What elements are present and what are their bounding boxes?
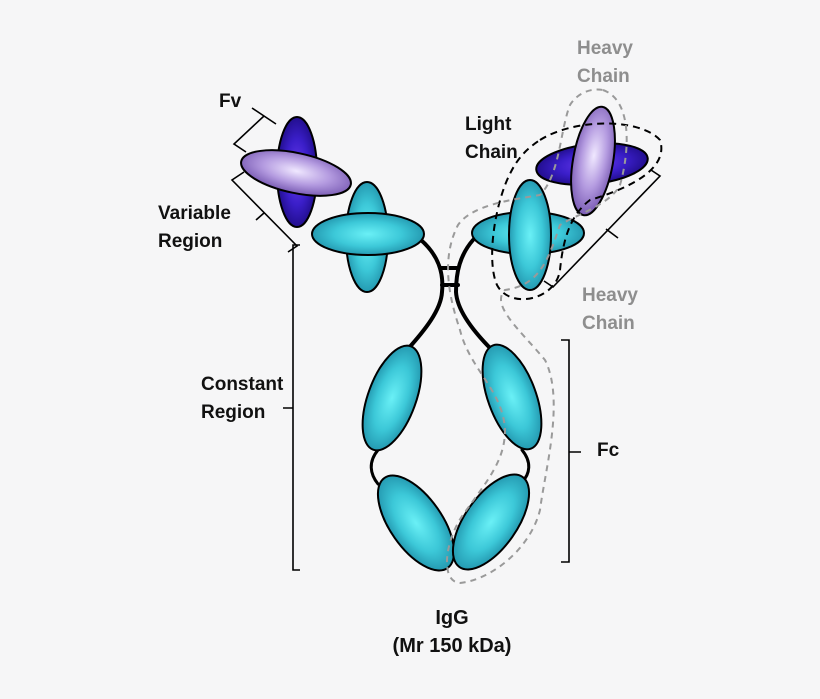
left-fc-link [369, 448, 380, 486]
right-ch2-domain [481, 343, 543, 451]
fv-label: Fv [219, 91, 242, 112]
left-ch1-domain [311, 212, 425, 256]
caption-title: IgG [435, 607, 469, 629]
left-hinge-line [405, 238, 445, 352]
fv-bracket [232, 107, 277, 153]
left-vl-domain [240, 149, 352, 197]
left-ch2-domain [361, 344, 423, 452]
light-chain-bracket-right [543, 169, 662, 289]
right-ch3-domain [451, 473, 531, 571]
heavy-chain-label-bottom: Heavy Chain [582, 285, 638, 334]
fc-bracket [561, 339, 581, 563]
light-chain-outline [491, 122, 663, 301]
hinge-lines [369, 238, 531, 486]
igg-caption: IgG (Mr 150 kDa) [352, 604, 552, 660]
heavy-chain-outline [446, 88, 628, 585]
brackets [230, 107, 662, 571]
constant-region-label: Constant Region [201, 374, 284, 423]
right-vh-domain [570, 105, 616, 217]
left-ch3-domain [376, 474, 456, 572]
caption-mass: (Mr 150 kDa) [392, 635, 512, 657]
right-cl-domain [508, 179, 552, 291]
variable-region-label: Variable Region [158, 203, 231, 252]
heavy-chain-label-top: Heavy Chain [577, 38, 633, 87]
light-chain-label: Light Chain [465, 114, 518, 163]
right-hinge-line [453, 238, 494, 352]
fc-label: Fc [597, 440, 620, 461]
constant-region-bracket [283, 244, 300, 571]
